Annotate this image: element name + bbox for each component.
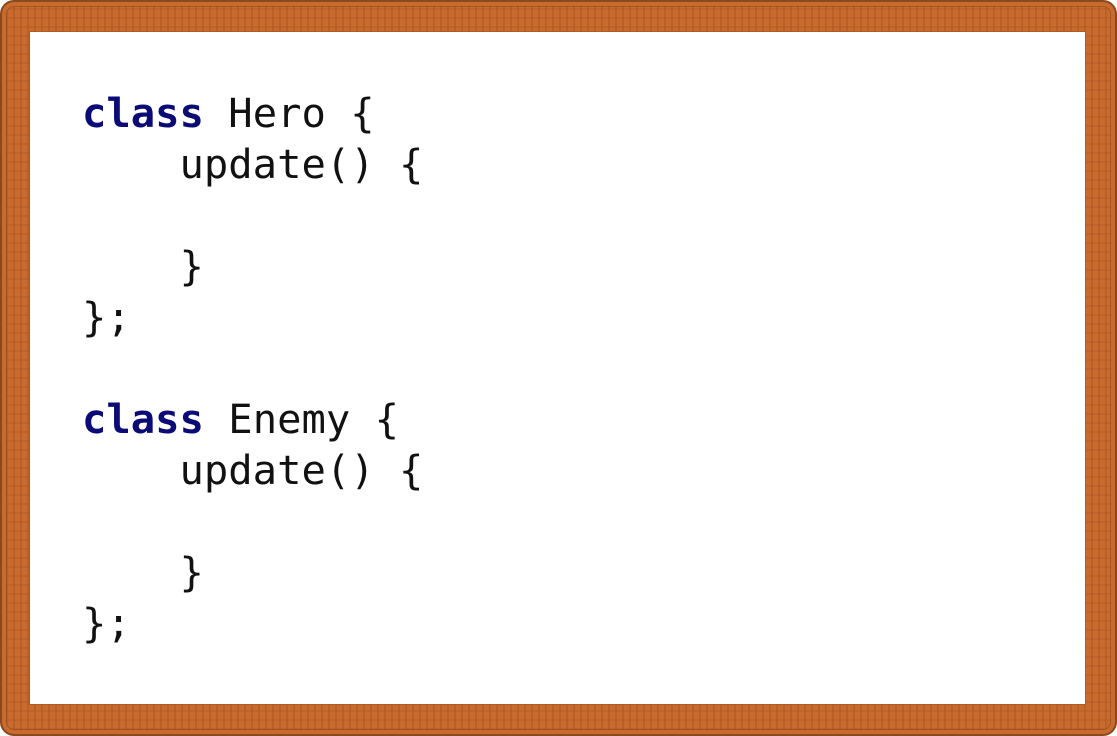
keyword: class [82, 89, 204, 137]
code-line: class Enemy { [82, 394, 423, 445]
code-block: class Hero { update() { }}; class Enemy {… [82, 88, 423, 649]
code-line: } [82, 547, 423, 598]
code-line: }; [82, 292, 423, 343]
code-line: update() { [82, 445, 424, 496]
code-text: Hero { [203, 89, 375, 137]
code-text: }; [82, 599, 131, 647]
code-text: } [82, 548, 204, 596]
code-text: Enemy { [203, 395, 399, 443]
code-text: }; [82, 293, 131, 341]
code-panel: class Hero { update() { }}; class Enemy {… [30, 32, 1085, 704]
code-line [82, 343, 423, 394]
code-text: } [82, 242, 204, 290]
code-line [82, 496, 423, 547]
code-line: } [82, 241, 423, 292]
code-line: }; [82, 598, 423, 649]
code-line: update() { [82, 139, 424, 190]
code-text: update() { [82, 140, 424, 188]
code-text: update() { [82, 446, 424, 494]
code-line [82, 190, 423, 241]
code-line: class Hero { [82, 88, 423, 139]
keyword: class [82, 395, 204, 443]
